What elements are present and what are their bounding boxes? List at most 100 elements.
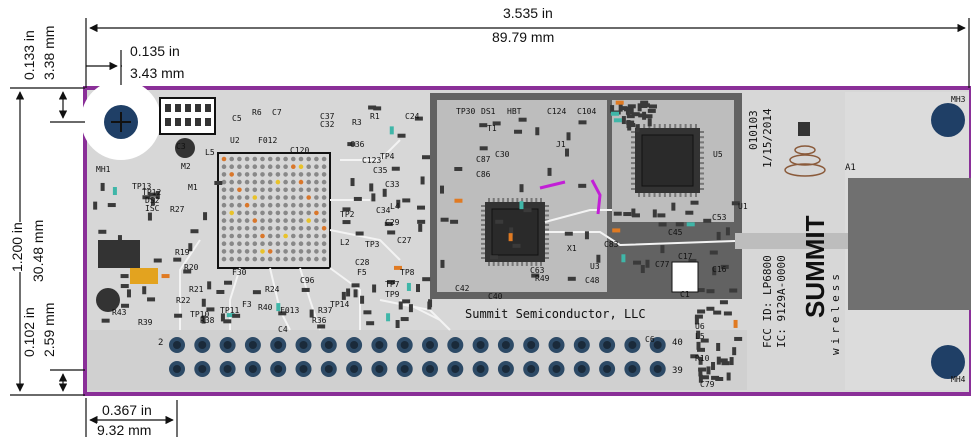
designator-label: F3 [242, 300, 252, 309]
edge-pad-hole [198, 341, 207, 349]
header-pin [205, 118, 211, 126]
designator-label: M2 [181, 162, 191, 171]
smd-part [252, 290, 261, 295]
smd-part [350, 178, 355, 187]
smd-part [647, 108, 656, 113]
smd-part [514, 129, 523, 134]
designator-label: C6 [645, 335, 655, 344]
bga-ball [260, 218, 265, 223]
header-pin [195, 118, 201, 126]
smd-part [721, 361, 730, 366]
qfn-pin [545, 214, 549, 217]
smd-part [696, 341, 701, 350]
designator-label: C32 [320, 120, 335, 129]
smd-part [508, 233, 513, 242]
bga-ball [229, 172, 234, 177]
bga-ball [321, 218, 327, 223]
capacitor-part [175, 138, 195, 158]
bga-ball [221, 179, 227, 185]
qfn-pin [540, 198, 542, 202]
designator-label: C79 [700, 380, 715, 389]
designator-label: R49 [535, 274, 550, 283]
bga-ball [275, 226, 281, 231]
bga-ball [291, 249, 296, 254]
smd-part [725, 227, 730, 236]
designator-label: C83 [604, 240, 619, 249]
smd-part [223, 319, 232, 324]
qfn-pin [545, 233, 549, 236]
bga-ball [229, 187, 234, 193]
smd-part [716, 231, 721, 240]
smd-part [395, 320, 400, 329]
trace [329, 267, 361, 330]
qfn-pin [545, 257, 549, 259]
bga-ball [244, 241, 250, 246]
bga-ball [291, 195, 296, 200]
qfn-pin [545, 242, 549, 245]
smd-part [535, 127, 540, 136]
bga-ball [306, 233, 312, 239]
bga-ball [298, 233, 304, 239]
bga-ball [229, 210, 234, 216]
bga-ball [306, 202, 312, 208]
bga-ball [321, 249, 327, 254]
smd-part [373, 106, 382, 111]
smd-part [512, 243, 521, 248]
edge-pad-hole [350, 365, 359, 373]
bga-ball [237, 210, 242, 216]
bga-ball [321, 156, 327, 162]
edge-pad-hole [552, 365, 561, 373]
bga-ball [291, 179, 296, 185]
qfn-pin [631, 151, 635, 154]
smd-part [712, 267, 717, 276]
smd-part [713, 310, 722, 315]
bga-ball [260, 195, 265, 200]
bga-ball [237, 164, 242, 169]
qfn-pin [631, 167, 635, 170]
bottom-margin-inch-label: 0.102 in [21, 307, 37, 357]
designator-label: C7 [272, 108, 282, 117]
smd-part [696, 330, 701, 339]
qfn-pin [648, 193, 651, 197]
width-mm-label: 89.79 mm [492, 29, 555, 45]
qfn-pin [502, 198, 505, 202]
smd-part [523, 208, 532, 213]
smd-part [117, 235, 122, 244]
edge-pad-hole [628, 341, 637, 349]
bga-ball [267, 256, 273, 262]
smd-part [414, 116, 423, 121]
bga-ball [275, 249, 281, 254]
bga-ball [267, 241, 273, 246]
qfn-pin [511, 198, 514, 202]
qfn-pin [545, 219, 549, 222]
qfn-pin [488, 262, 490, 266]
bga-ball [244, 195, 250, 200]
qfn-pin [545, 238, 549, 241]
qfn-chip-2-pad [641, 134, 694, 187]
bga-ball [229, 164, 234, 169]
smd-part [612, 228, 621, 233]
brand-label: SUMMIT [800, 215, 830, 318]
bga-ball [267, 210, 273, 216]
bga-ball [244, 256, 250, 262]
smd-part [565, 148, 570, 157]
bga-ball [267, 187, 273, 193]
qfn-pin [669, 124, 672, 128]
smd-part [633, 260, 642, 265]
bga-ball [237, 218, 242, 223]
smd-part [107, 203, 116, 208]
bga-ball [237, 233, 242, 239]
qfn-pin [545, 252, 549, 255]
qfn-pin [481, 228, 485, 231]
smd-part [519, 201, 524, 210]
qfn-pin [481, 205, 485, 207]
bga-ball [244, 156, 250, 162]
bga-ball [229, 179, 234, 185]
qfn-pin [631, 188, 635, 190]
smd-part [203, 212, 208, 221]
trace [340, 139, 401, 161]
smd-part [694, 314, 703, 319]
bga-ball [314, 187, 319, 193]
qfn-pin [631, 131, 635, 133]
qfn-pin [631, 177, 635, 180]
